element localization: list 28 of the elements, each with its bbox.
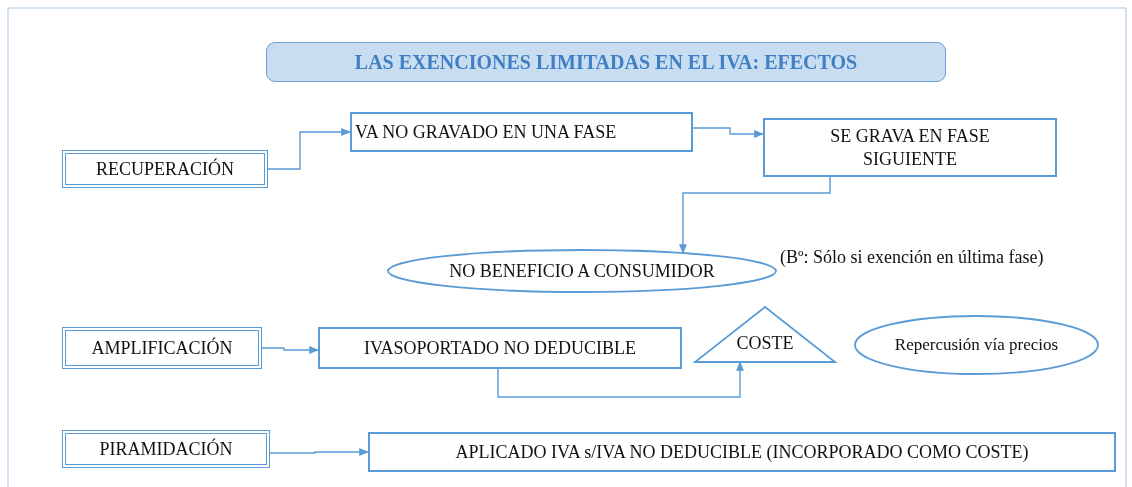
category-box — [62, 150, 268, 188]
triangle-node — [695, 307, 835, 362]
node-label: Repercusión vía precios — [894, 334, 1059, 356]
process-box — [763, 118, 1057, 177]
node-label: IVASOPORTADO NO DEDUCIBLE — [363, 336, 637, 360]
note-text: (Bº: Sólo si exención en última fase) — [780, 247, 1044, 268]
node-label: APLICADO IVA s/IVA NO DEDUCIBLE (INCORPORADO COMO COSTE) — [455, 440, 1029, 464]
arrow — [679, 176, 831, 255]
node-label: VA NO GRAVADO EN UNA FASE — [355, 120, 617, 144]
node-label: SE GRAVA EN FASE SIGUIENTE — [829, 125, 991, 170]
node-label: COSTE — [736, 331, 794, 354]
node-label: PIRAMIDACIÓN — [99, 437, 233, 461]
arrow — [261, 346, 319, 354]
arrow — [692, 127, 764, 138]
node-label: RECUPERACIÓN — [96, 157, 234, 181]
arrow — [497, 361, 744, 398]
arrow — [267, 128, 351, 170]
process-box — [368, 432, 1116, 472]
node-label: AMPLIFICACIÓN — [91, 336, 233, 360]
ellipse-node — [388, 250, 776, 292]
category-box — [62, 327, 262, 369]
category-box — [62, 430, 270, 468]
ellipse-node — [855, 316, 1098, 374]
title-banner: LAS EXENCIONES LIMITADAS EN EL IVA: EFECTOS — [266, 42, 946, 82]
process-box — [350, 112, 693, 152]
process-box — [318, 327, 682, 369]
arrow — [269, 448, 369, 456]
node-label: NO BENEFICIO A CONSUMIDOR — [449, 259, 715, 283]
